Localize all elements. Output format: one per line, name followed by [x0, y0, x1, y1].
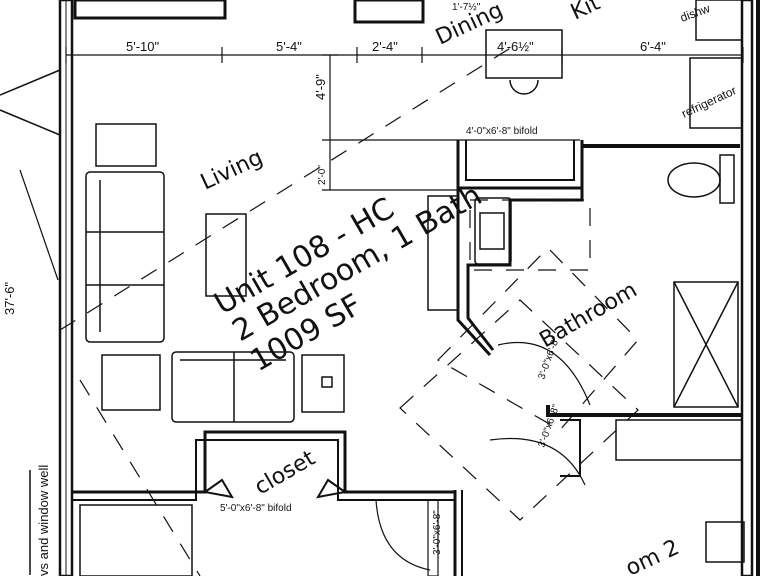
window-hatch: [0, 69, 61, 575]
dishwasher-box: [695, 0, 743, 41]
sofa: [85, 171, 165, 343]
dim-7: 4'-9": [313, 74, 328, 100]
dimension-lines: [19, 47, 744, 281]
dim-1: 5'-10": [126, 39, 160, 54]
nightstand: [705, 521, 745, 563]
dim-4: 4'-6½": [497, 39, 534, 54]
label-door-2: 3'-0"x6'-8": [536, 403, 562, 449]
loveseat: [171, 351, 295, 423]
bed2-headboard: [615, 419, 743, 461]
room-closet: closet: [251, 446, 320, 500]
room-kitchen: Kit: [567, 0, 604, 25]
dashed-lines: [59, 41, 639, 576]
walls: [58, 0, 760, 576]
dim-5: 6'-4": [640, 39, 666, 54]
side-table-right: [301, 354, 345, 413]
room-living: Living: [197, 145, 267, 195]
room-bedroom-2: om 2: [622, 535, 683, 576]
dim-9: 37'-6": [2, 281, 17, 315]
toilet-bowl: [667, 162, 721, 198]
dim-8: 2'-0": [317, 165, 328, 185]
toilet-tank: [719, 154, 735, 204]
label-dishwasher: dishw: [678, 1, 712, 25]
dim-3: 2'-4": [372, 39, 398, 54]
bathtub: [673, 281, 739, 408]
side-table-left: [101, 354, 161, 411]
dim-2: 5'-4": [276, 39, 302, 54]
dining-table: [485, 29, 563, 79]
label-refrigerator: refrigerator: [679, 83, 738, 120]
dim-6: 1'-7½": [452, 2, 481, 13]
door-swings: [375, 341, 591, 576]
armchair-top: [95, 123, 157, 167]
label-bifold-2: 5'-0"x6'-8" bifold: [220, 503, 292, 514]
furniture: [85, 0, 745, 563]
label-bifold-1: 4'-0"x6'-8" bifold: [466, 126, 538, 137]
vanity: [474, 197, 512, 265]
label-door-3: 3'-0"x6'-8": [432, 510, 443, 555]
refrigerator-box: [689, 57, 743, 129]
coffee-table: [205, 213, 247, 297]
counter-hall: [427, 195, 459, 311]
note-window-well: vs and window well: [36, 465, 51, 576]
